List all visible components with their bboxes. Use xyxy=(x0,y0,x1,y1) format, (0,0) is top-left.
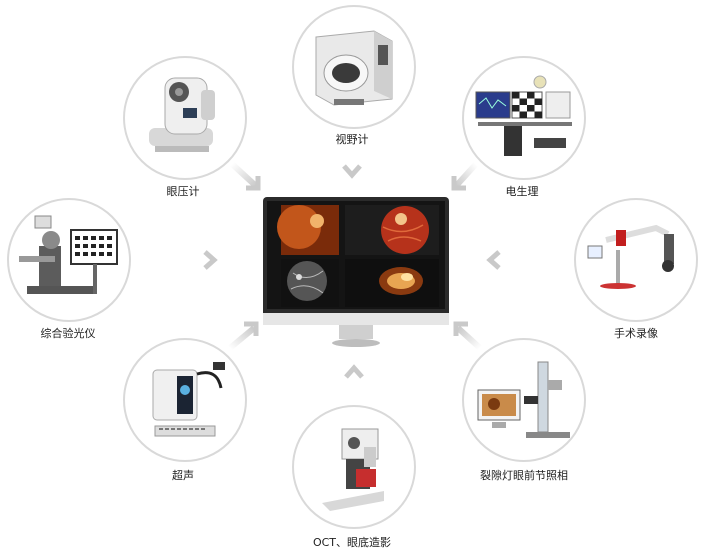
fundus-photo-panel xyxy=(277,205,339,255)
slit-lamp-camera-icon xyxy=(477,361,570,438)
label-ultrasound: 超声 xyxy=(172,469,194,482)
tonometer-circle xyxy=(123,56,247,180)
label-tonometer: 眼压计 xyxy=(166,185,200,198)
surgery-recording-circle xyxy=(574,198,698,322)
oct-scan-panel xyxy=(345,259,439,307)
arrow-from-perimeter xyxy=(342,150,362,179)
oct-scanner-icon xyxy=(322,428,384,511)
label-oct: OCT、眼底造影 xyxy=(312,536,392,549)
label-perimeter: 视野计 xyxy=(335,133,369,146)
arrow-from-surgery-recording xyxy=(486,250,562,270)
label-surgery-recording: 手术录像 xyxy=(614,327,658,340)
arrow-from-ultrasound xyxy=(228,321,259,351)
phoropter-circle xyxy=(7,198,131,322)
phoropter-unit-icon xyxy=(19,215,118,294)
ultrasound-device-icon xyxy=(152,362,225,437)
perimeter-device-icon xyxy=(315,30,393,106)
fundus-red-disc-panel xyxy=(345,205,439,255)
fundus-angiography-panel xyxy=(281,259,339,307)
perimeter-circle xyxy=(292,5,416,129)
arrow-from-oct xyxy=(344,364,364,402)
label-electrophysiology: 电生理 xyxy=(505,185,539,198)
tonometer-device-icon xyxy=(149,77,215,152)
label-phoropter: 综合验光仪 xyxy=(40,327,96,340)
arrow-from-electrophysiology xyxy=(451,161,479,191)
ultrasound-circle xyxy=(123,338,247,462)
arrow-from-slit-lamp xyxy=(453,321,483,351)
slit-lamp-circle xyxy=(462,338,586,462)
arrow-from-phoropter xyxy=(140,250,218,270)
oct-circle xyxy=(292,405,416,529)
surgical-microscope-icon xyxy=(587,224,674,289)
electrophysiology-workstation-icon xyxy=(475,75,572,156)
electrophysiology-circle xyxy=(462,56,586,180)
label-slit-lamp: 裂隙灯眼前节照相 xyxy=(480,469,568,482)
central-monitor xyxy=(263,197,449,349)
arrow-from-tonometer xyxy=(229,161,261,191)
